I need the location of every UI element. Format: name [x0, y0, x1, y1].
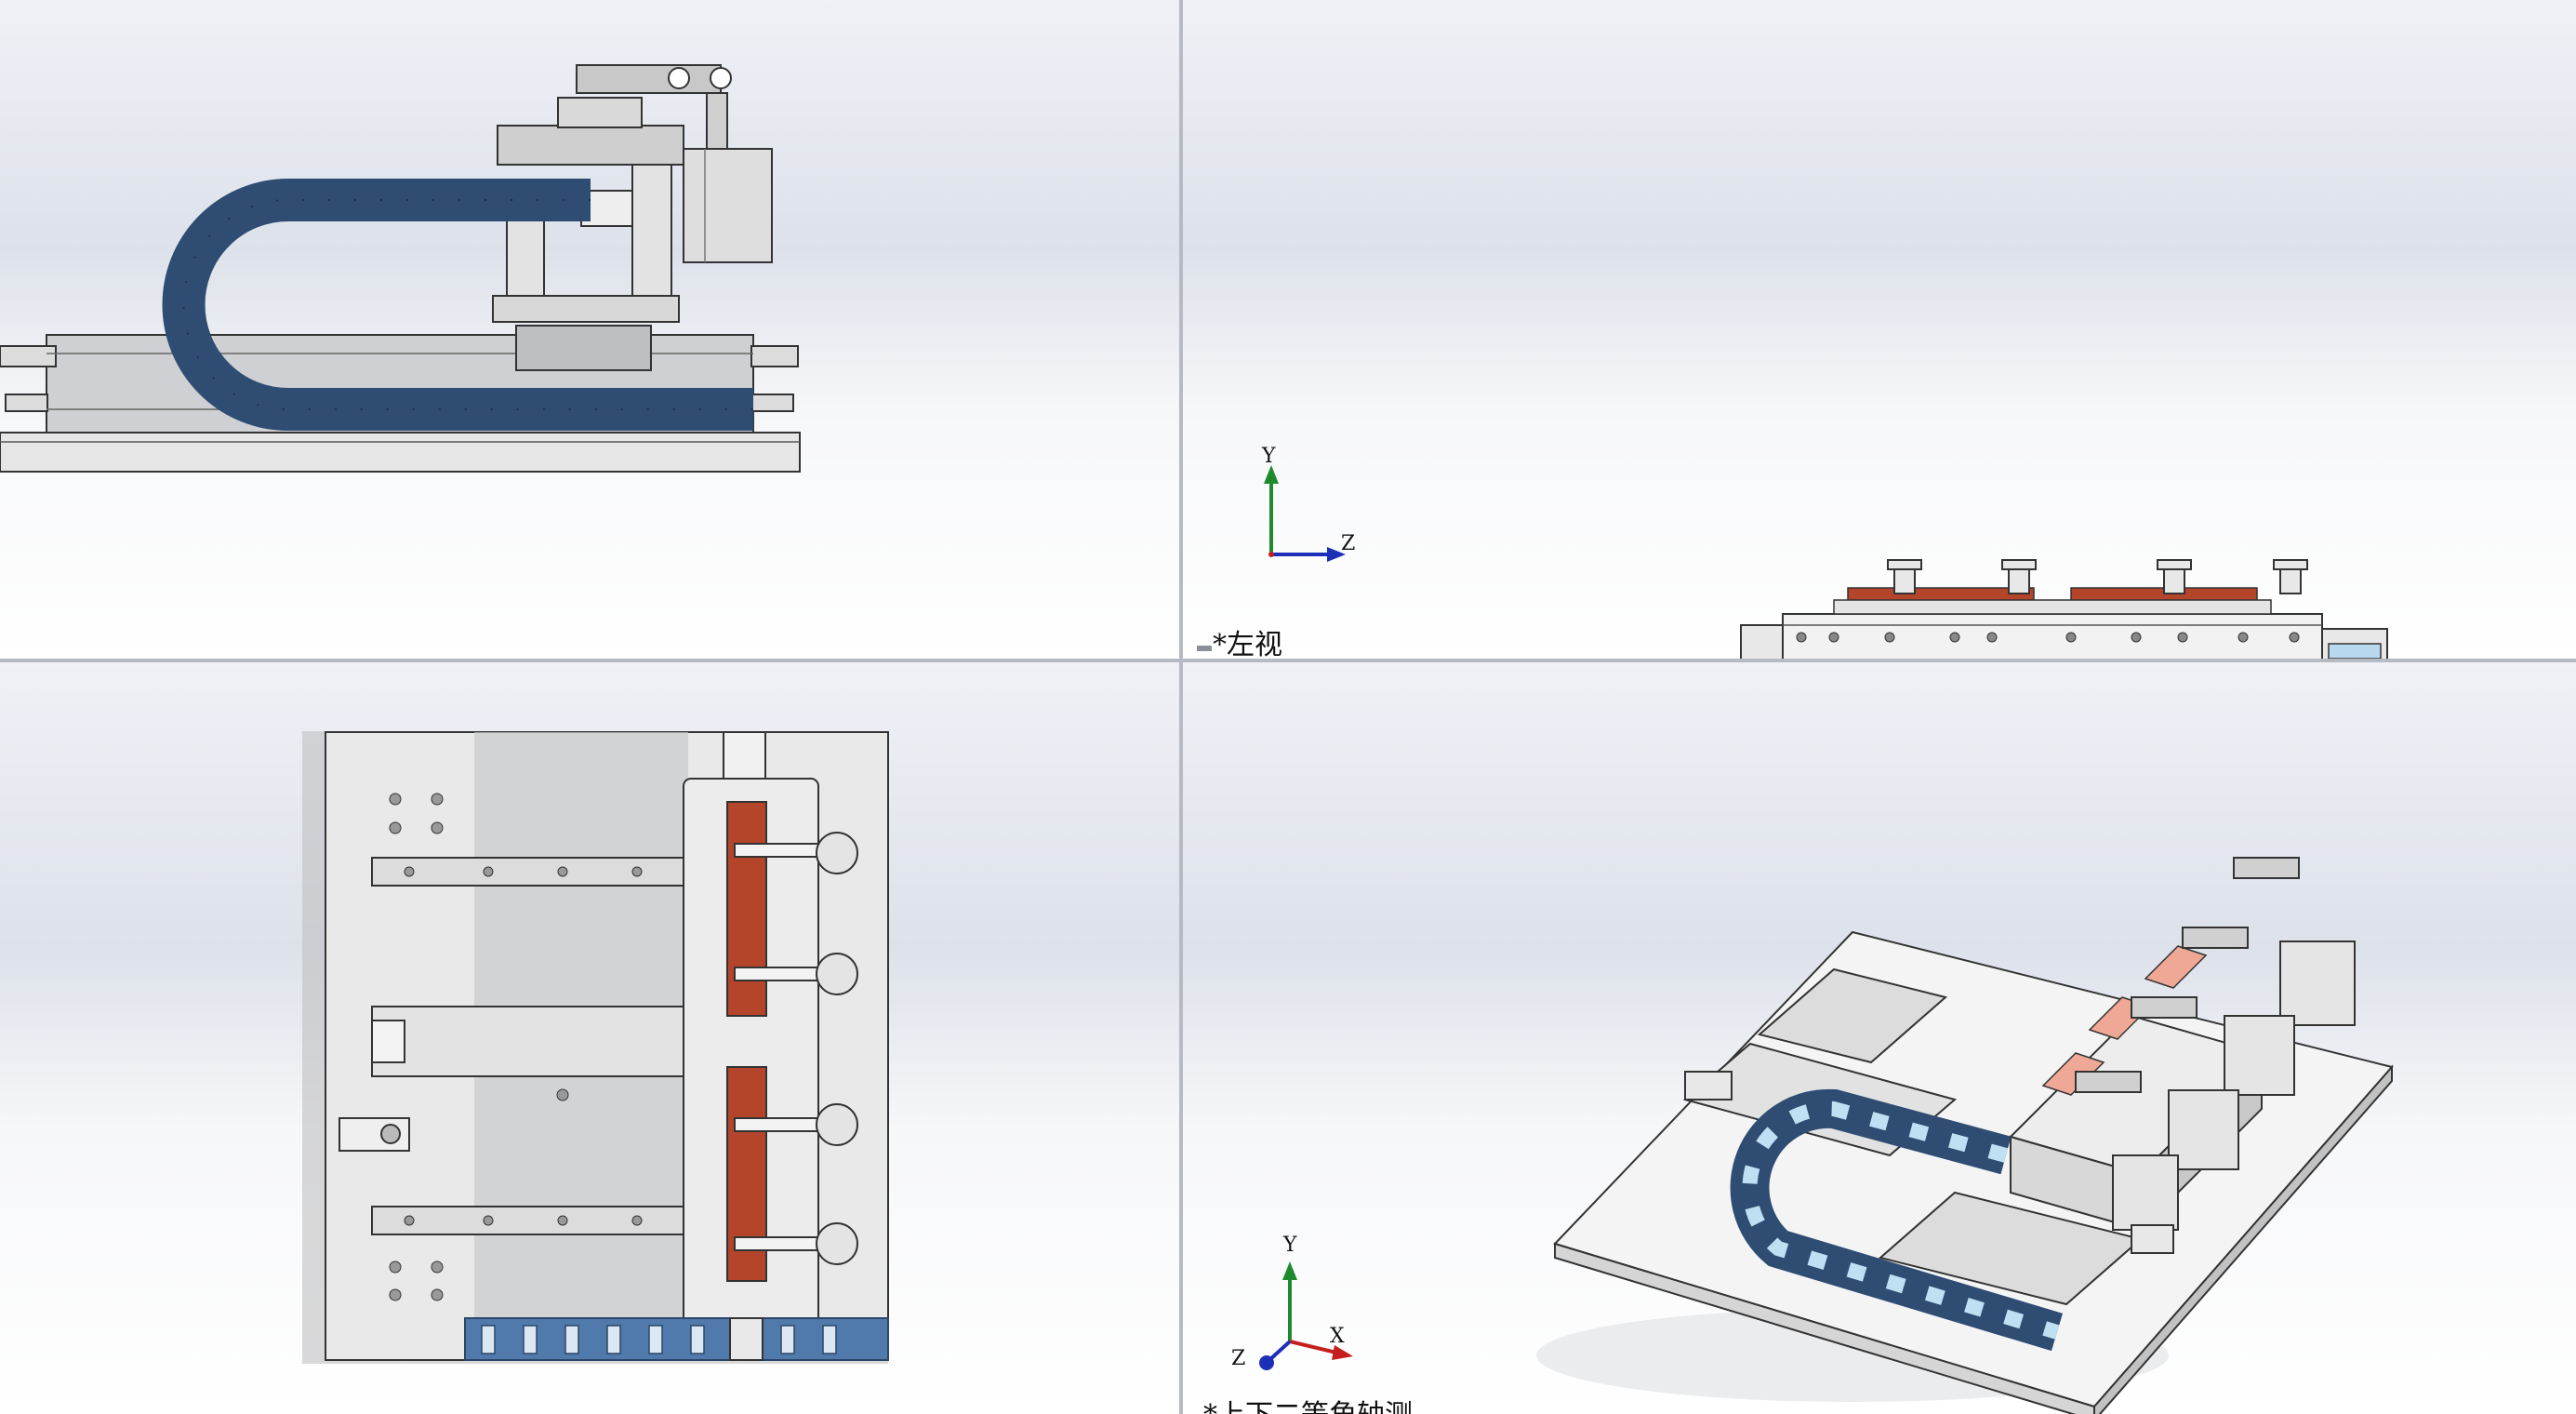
viewport-left[interactable]: Y Z *左视 [1183, 0, 2576, 659]
pneumatic-cylinder [683, 148, 773, 263]
viewport-splitter-vertical[interactable] [1179, 0, 1183, 1414]
linear-rail [371, 1206, 694, 1235]
viewport-top[interactable] [0, 662, 1179, 1414]
base-plate [0, 432, 801, 473]
cable-chain [162, 179, 753, 431]
view-label-left: *左视 [1213, 629, 1282, 659]
pneumatic-cylinder [2224, 1015, 2295, 1096]
triad-label-y: Y [1283, 1234, 1297, 1257]
clamp-pad [2144, 945, 2208, 989]
left-view-model [1740, 559, 2388, 659]
clamp-pad [726, 801, 767, 1017]
viewport-splitter-horizontal[interactable] [0, 659, 2576, 662]
linear-rail [371, 857, 694, 887]
triad-label-z: Z [1341, 532, 1356, 555]
viewport-isometric[interactable]: Y X Z *上下二等角轴测 [1183, 662, 2576, 1414]
triad-label-z: Z [1231, 1347, 1246, 1370]
top-view-model [302, 731, 889, 1364]
view-indicator-icon [1197, 646, 1212, 651]
iso-view-model [1536, 857, 2394, 1414]
cable-chain [1730, 1088, 2064, 1352]
viewport-front[interactable] [0, 0, 1179, 659]
linear-rail [1757, 967, 1948, 1064]
view-label-iso: *上下二等角轴测 [1203, 1392, 1413, 1414]
coordinate-triad-icon [1264, 465, 1346, 562]
triad-label-x: X [1330, 1325, 1345, 1348]
triad-label-y: Y [1262, 445, 1276, 468]
front-view-model [0, 64, 801, 473]
coordinate-triad-icon [1259, 1261, 1353, 1370]
clamp-pad [2041, 1052, 2105, 1096]
